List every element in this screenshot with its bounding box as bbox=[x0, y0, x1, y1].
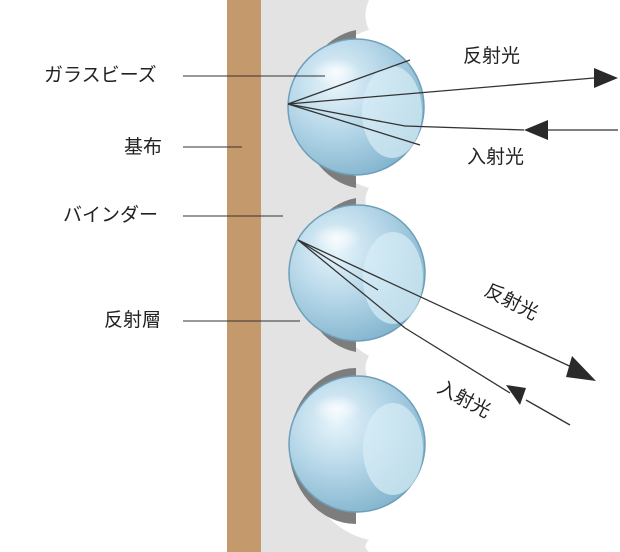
glass-bead-3 bbox=[288, 375, 426, 513]
label-glass-beads: ガラスビーズ bbox=[44, 64, 157, 86]
incident-arrowhead-1 bbox=[524, 120, 548, 140]
label-reflective-layer: 反射層 bbox=[104, 309, 162, 331]
glass-bead-1 bbox=[287, 38, 425, 176]
reflected-arrowhead-2 bbox=[566, 356, 596, 381]
label-reflected-light-1: 反射光 bbox=[463, 45, 521, 67]
label-binder: バインダー bbox=[63, 204, 159, 226]
light-rays-bead-1 bbox=[287, 59, 618, 146]
glass-bead-2 bbox=[288, 204, 426, 342]
label-base-fabric: 基布 bbox=[124, 136, 163, 158]
incident-arrowhead-2 bbox=[506, 385, 526, 405]
label-incident-light-1: 入射光 bbox=[467, 146, 525, 168]
base-fabric bbox=[227, 0, 261, 552]
reflected-arrowhead-1 bbox=[594, 68, 618, 88]
light-rays-bead-2 bbox=[297, 239, 579, 426]
